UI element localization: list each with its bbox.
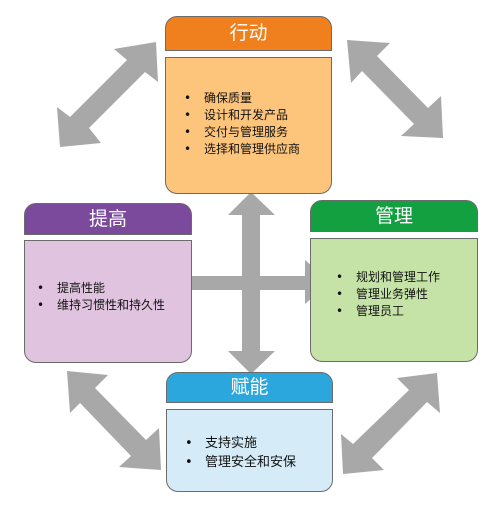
list-item: 规划和管理工作 xyxy=(336,269,477,286)
enable-header: 赋能 xyxy=(166,372,333,403)
enable-body: 支持实施 管理安全和安保 xyxy=(166,409,333,492)
arrow-manage-enable xyxy=(341,373,440,474)
list-item: 维持习惯性和持久性 xyxy=(37,297,191,314)
manage-header: 管理 xyxy=(310,200,478,232)
arrow-action-improve xyxy=(57,42,158,147)
list-item: 提高性能 xyxy=(37,280,191,297)
arrow-center-cross xyxy=(167,192,330,374)
list-item: 管理员工 xyxy=(336,303,477,320)
action-card: 行动 确保质量 设计和开发产品 交付与管理服务 选择和管理供应商 xyxy=(165,16,332,194)
list-item: 管理安全和安保 xyxy=(185,453,332,472)
improve-card: 提高 提高性能 维持习惯性和持久性 xyxy=(24,203,192,363)
list-item: 选择和管理供应商 xyxy=(184,141,331,158)
manage-card: 管理 规划和管理工作 管理业务弹性 管理员工 xyxy=(310,200,478,362)
enable-list: 支持实施 管理安全和安保 xyxy=(185,434,332,472)
list-item: 设计和开发产品 xyxy=(184,107,331,124)
manage-list: 规划和管理工作 管理业务弹性 管理员工 xyxy=(336,269,477,320)
list-item: 管理业务弹性 xyxy=(336,286,477,303)
improve-list: 提高性能 维持习惯性和持久性 xyxy=(37,280,191,314)
manage-body: 规划和管理工作 管理业务弹性 管理员工 xyxy=(310,238,478,362)
action-body: 确保质量 设计和开发产品 交付与管理服务 选择和管理供应商 xyxy=(165,57,332,194)
list-item: 交付与管理服务 xyxy=(184,124,331,141)
arrow-action-manage xyxy=(347,40,443,138)
improve-body: 提高性能 维持习惯性和持久性 xyxy=(24,240,192,363)
list-item: 支持实施 xyxy=(185,434,332,453)
list-item: 确保质量 xyxy=(184,90,331,107)
action-list: 确保质量 设计和开发产品 交付与管理服务 选择和管理供应商 xyxy=(184,90,331,158)
action-header: 行动 xyxy=(165,16,332,51)
improve-header: 提高 xyxy=(24,203,192,235)
enable-card: 赋能 支持实施 管理安全和安保 xyxy=(166,372,333,492)
arrow-improve-enable xyxy=(67,371,161,470)
